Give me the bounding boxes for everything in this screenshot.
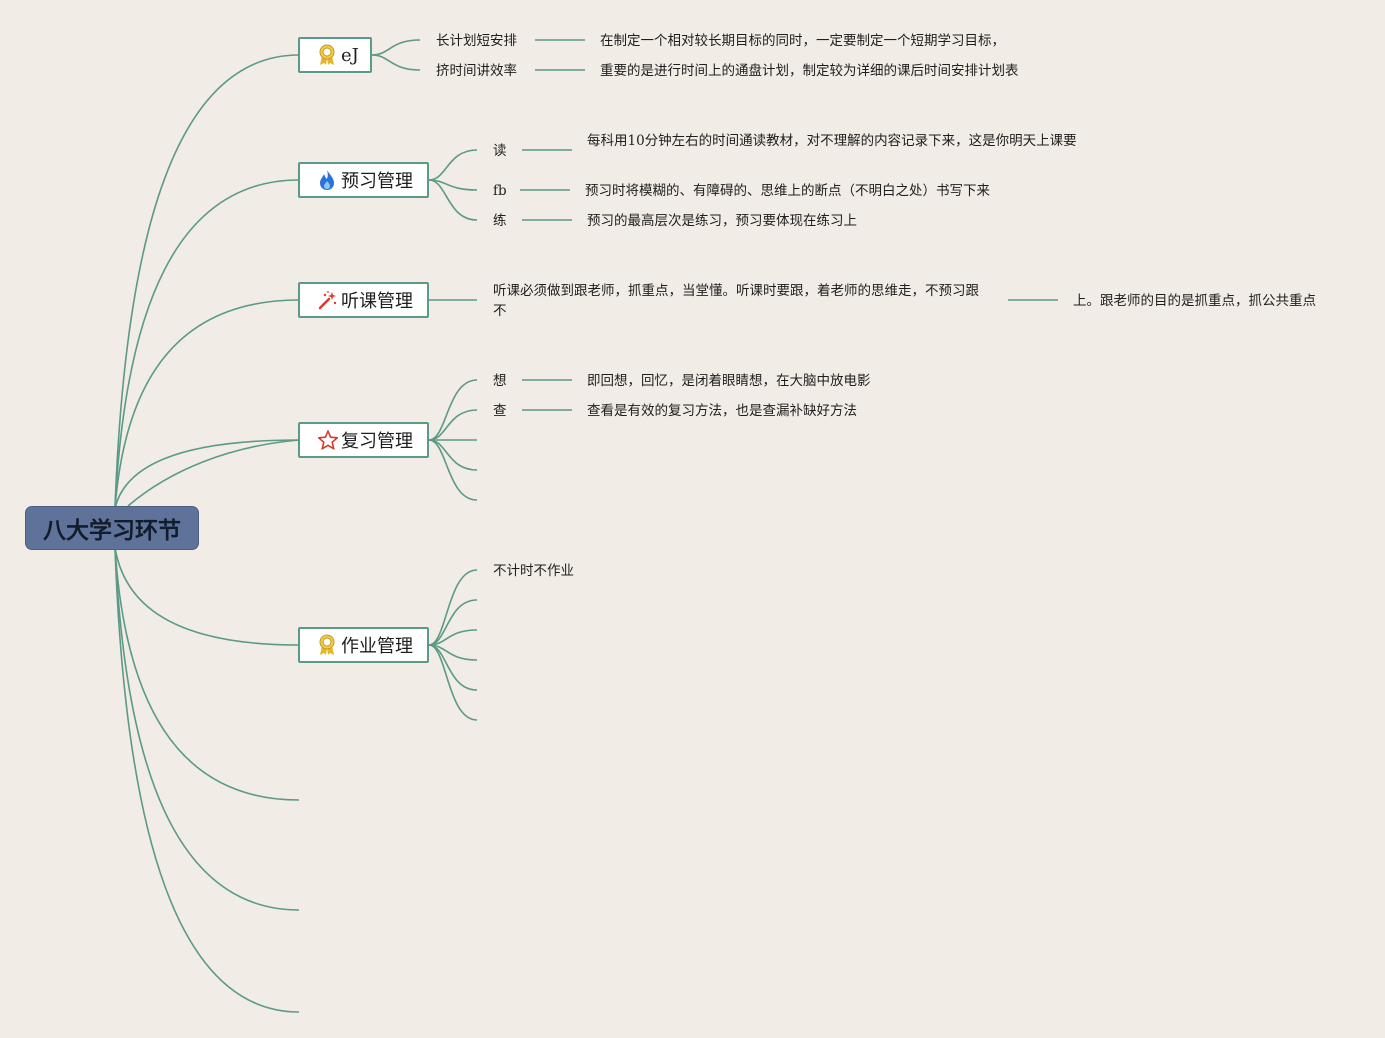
root-connector — [114, 547, 300, 1013]
branch-topic-listening[interactable]: 听课管理 — [298, 282, 429, 318]
root-connector — [114, 547, 300, 646]
root-topic[interactable]: 八大学习环节 — [25, 506, 199, 550]
branch-connector — [428, 149, 478, 181]
subtopic-read[interactable]: 读 — [493, 143, 507, 159]
detail-recall[interactable]: 即回想，回忆，是闭着眼睛想，在大脑中放电影 — [587, 373, 871, 389]
branch-connector — [428, 599, 478, 646]
branch-topic-ej[interactable]: eJ — [298, 37, 372, 73]
root-connector — [114, 439, 300, 509]
root-connector — [114, 299, 300, 509]
branch-connector — [428, 409, 478, 441]
magic-wand-icon — [317, 289, 337, 311]
star-icon — [317, 429, 339, 451]
subtopic-long-plan[interactable]: 长计划短安排 — [436, 33, 517, 49]
branch-connector — [371, 54, 421, 71]
subtopic-practice[interactable]: 练 — [493, 213, 507, 229]
subtopic-listening-rule[interactable]: 听课必须做到跟老师，抓重点，当堂懂。听课时要跟，着老师的思维走，不预习跟不 — [493, 283, 979, 319]
branch-connector — [428, 439, 478, 501]
branch-connector — [428, 569, 478, 646]
branch-connector — [428, 179, 478, 221]
branch-topic-homework[interactable]: 作业管理 — [298, 627, 429, 663]
detail-time-efficiency[interactable]: 重要的是进行时间上的通盘计划，制定较为详细的课后时间安排计划表 — [600, 63, 1019, 79]
root-topic-label: 八大学习环节 — [43, 518, 181, 544]
root-connector — [114, 179, 300, 509]
detail-fb[interactable]: 预习时将模糊的、有障碍的、思维上的断点（不明白之处）书写下来 — [585, 183, 990, 199]
detail-practice[interactable]: 预习的最高层次是练习，预习要体现在练习上 — [587, 213, 857, 229]
root-connector — [114, 547, 300, 801]
subtopic-fb[interactable]: fb — [493, 183, 507, 199]
root-connector — [114, 547, 300, 911]
flame-icon — [317, 169, 337, 191]
branch-topic-label: eJ — [341, 44, 359, 66]
branch-topic-preview[interactable]: 预习管理 — [298, 162, 429, 198]
subtopic-check[interactable]: 查 — [493, 403, 507, 419]
branch-connector — [371, 39, 421, 56]
award-ribbon-icon — [317, 44, 337, 66]
subtopic-time-efficiency[interactable]: 挤时间讲效率 — [436, 63, 517, 79]
branch-connector — [428, 179, 478, 191]
detail-long-plan[interactable]: 在制定一个相对较长期目标的同时，一定要制定一个短期学习目标， — [600, 33, 1005, 49]
branch-connector — [428, 379, 478, 441]
branch-connector — [428, 644, 478, 721]
branch-connector — [428, 644, 478, 691]
subtopic-untimed-homework[interactable]: 不计时不作业 — [493, 563, 574, 579]
branch-topic-label: 预习管理 — [341, 171, 413, 192]
detail-listening-rule[interactable]: 上。跟老师的目的是抓重点，抓公共重点 — [1073, 293, 1316, 309]
award-ribbon-icon — [317, 634, 337, 656]
root-connector — [114, 54, 300, 509]
branch-topic-review[interactable]: 复习管理 — [298, 422, 429, 458]
detail-check[interactable]: 查看是有效的复习方法，也是查漏补缺好方法 — [587, 403, 857, 419]
root-connector — [127, 439, 300, 507]
branch-topic-label: 作业管理 — [341, 636, 413, 657]
branch-topic-label: 复习管理 — [341, 431, 413, 452]
detail-read[interactable]: 每科用10分钟左右的时间通读教材，对不理解的内容记录下来，这是你明天上课要 — [587, 133, 1077, 149]
branch-topic-label: 听课管理 — [341, 291, 413, 312]
subtopic-recall[interactable]: 想 — [493, 373, 507, 389]
